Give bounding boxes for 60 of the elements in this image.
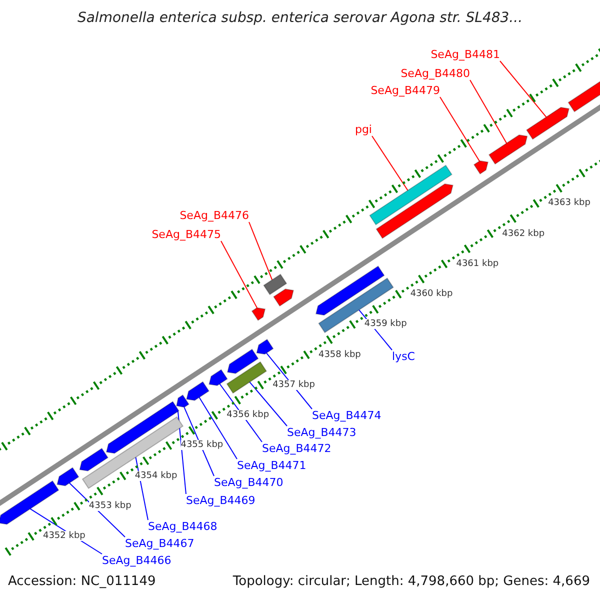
scale-label: 4352 kbp [42,531,86,542]
scale-label: 4359 kbp [364,319,407,330]
feature-bar [226,361,268,394]
gene-block [273,288,294,307]
gene-block [56,467,80,486]
gene-label: SeAg_B4479 [370,84,440,97]
scale-label: 4363 kbp [548,198,590,208]
genome-stats-text: Topology: circular; Length: 4,798,660 bp; Genes: 4,669 [232,574,590,589]
gene-block [0,480,60,525]
gene-label: SeAg_B4470 [214,476,284,489]
leader-line [184,406,214,476]
feature-bar [369,164,452,226]
gene-label: SeAg_B4475 [152,228,221,241]
gene-block [473,160,489,175]
scale-label: 4356 kbp [226,410,270,420]
leader-line [249,382,288,426]
map-title: Salmonella enterica subsp. enterica serovar Agona str. SL483... [76,10,524,26]
gene-block [186,381,210,401]
scale-label: 4360 kbp [410,289,453,300]
gene-label: SeAg_B4473 [287,426,356,439]
leader-line [440,96,480,162]
leader-line [177,410,186,494]
scale-label: 4357 kbp [272,380,315,390]
gene-label: SeAg_B4480 [400,67,470,80]
gene-label: pgi [354,123,372,136]
leader-line [470,80,508,144]
gene-block [488,134,528,165]
scale-label: 4353 kbp [88,501,132,512]
leader-line [372,136,408,191]
gene-block [256,338,274,355]
gene-label: SeAg_B4481 [430,48,500,61]
gene-label: SeAg_B4472 [262,442,332,455]
feature-bar [263,274,288,296]
gene-label: SeAg_B4467 [125,537,194,550]
gene-label: SeAg_B4474 [312,409,382,422]
gene-block [79,448,109,472]
gene-label: lysC [392,350,415,363]
gene-block [226,348,259,374]
scale-label: 4362 kbp [502,228,545,239]
accession-text: Accession: NC_011149 [8,574,156,589]
scale-label: 4354 kbp [134,470,178,481]
gene-block [208,369,228,386]
gene-label: SeAg_B4476 [180,209,249,222]
gene-label: SeAg_B4468 [148,520,218,533]
leader-line [220,240,258,308]
leader-line [500,60,547,118]
gene-label: SeAg_B4469 [186,494,256,507]
gene-block [251,307,266,321]
leader-line [248,222,273,280]
gene-label: SeAg_B4471 [237,459,306,472]
gene-block [176,394,190,408]
scale-label: 4355 kbp [180,440,224,450]
gene-block [315,266,385,316]
scale-label: 4361 kbp [456,258,499,269]
gene-block [376,183,454,239]
scale-label: 4358 kbp [318,350,361,360]
leader-line [198,396,238,460]
gene-block [526,106,570,140]
gene-label: SeAg_B4466 [102,554,172,567]
gene-block [106,400,180,454]
